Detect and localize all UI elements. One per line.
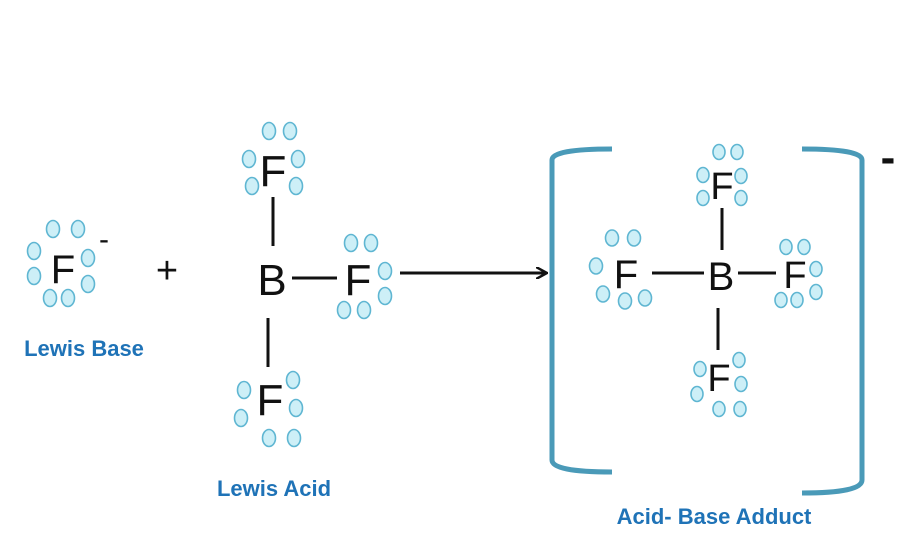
lewis-base-caption: Lewis Base: [24, 336, 144, 361]
right-bracket-icon: [801, 146, 865, 496]
lewis-acid-boron-atom: B: [257, 256, 286, 305]
lewis-acid-fluorine-bottom: F: [257, 376, 284, 425]
electron-dot-icon: [233, 121, 393, 448]
adduct-fluorine-right: F: [783, 255, 806, 297]
lewis-acid-caption: Lewis Acid: [217, 476, 331, 501]
adduct-caption: Acid- Base Adduct: [617, 504, 812, 529]
adduct-negative-charge: -: [881, 133, 896, 182]
plus-sign: +: [156, 250, 178, 292]
adduct-fluorine-top: F: [710, 166, 733, 208]
adduct-group: B F F F F: [588, 143, 823, 529]
lewis-base-negative-charge: -: [99, 223, 109, 256]
lewis-base-fluorine-atom: F: [51, 248, 75, 292]
lewis-acid-fluorine-right: F: [345, 256, 372, 305]
lewis-acid-group: B F F F Lewis Acid: [217, 121, 393, 501]
electron-dot-icon: [588, 143, 823, 418]
left-bracket-icon: [549, 146, 613, 475]
adduct-fluorine-left: F: [614, 253, 638, 297]
adduct-boron-atom: B: [708, 255, 735, 299]
lewis-acid-fluorine-top: F: [260, 147, 287, 196]
lewis-base-group: F - Lewis Base: [24, 219, 144, 361]
adduct-fluorine-bottom: F: [707, 358, 730, 400]
electron-dot-icon: [26, 219, 96, 308]
